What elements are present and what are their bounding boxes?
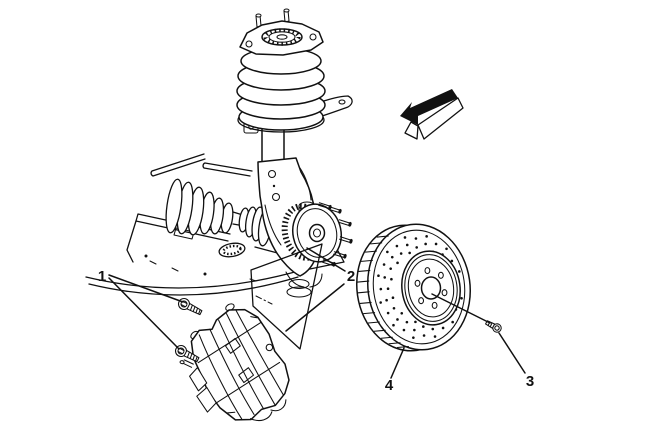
drilled-hole <box>403 236 407 239</box>
rotor-face-inner-edge <box>372 229 466 345</box>
drilled-hole <box>385 298 388 302</box>
drilled-hole <box>392 323 395 327</box>
callouts: 1 2 3 4 <box>98 247 534 394</box>
callout-leader-line <box>285 283 345 332</box>
mounting-plane <box>250 243 323 350</box>
rim-hatch-tick <box>357 280 370 283</box>
drilled-hole <box>392 306 396 310</box>
rim-hatch-tick <box>388 342 401 345</box>
rim-hatch-tick <box>359 301 372 304</box>
drilled-hole <box>383 276 387 279</box>
brake-caliper <box>179 303 290 421</box>
drilled-hole <box>445 247 448 251</box>
rim-hatch-tick <box>360 259 373 262</box>
callout-leader-line <box>306 247 346 272</box>
rim-hatch-tick <box>364 250 377 253</box>
arrow-plate-fold <box>404 121 419 140</box>
callout-leader-line <box>390 347 405 379</box>
drilled-hole <box>386 311 390 315</box>
callout-leader-line <box>108 274 184 303</box>
drilled-hole <box>377 274 380 278</box>
drilled-hole <box>395 244 399 248</box>
drilled-hole <box>422 334 426 337</box>
drilled-hole <box>386 250 389 254</box>
callout-leader-line <box>431 293 491 324</box>
wheel-studs <box>318 202 353 267</box>
drilled-hole <box>390 255 394 259</box>
drilled-hole <box>451 320 454 324</box>
rim-hatch-tick <box>373 329 386 332</box>
drilled-hole <box>379 287 383 291</box>
callout-label-1: 1 <box>98 268 106 285</box>
callout-label-2: 2 <box>347 268 355 285</box>
outer-cv-boot <box>165 178 234 236</box>
drilled-hole <box>402 328 406 332</box>
drilled-hole <box>431 327 435 331</box>
rim-hatch-tick <box>370 242 383 245</box>
drilled-hole <box>379 301 383 304</box>
drilled-hole <box>460 296 463 300</box>
caliper-pistons <box>189 367 217 413</box>
rotor-lug-holes <box>414 267 448 309</box>
drilled-hole <box>389 267 392 270</box>
callout-label-4: 4 <box>385 377 394 394</box>
drilled-hole <box>400 312 404 315</box>
drilled-hole <box>414 237 418 240</box>
rim-hatch-tick <box>396 346 409 349</box>
drilled-hole <box>413 328 416 332</box>
callout-2: 2 <box>285 247 355 332</box>
rim-hatch-tick <box>357 291 370 294</box>
rim-hatch-tick <box>376 235 389 238</box>
callout-label-3: 3 <box>526 373 534 390</box>
drilled-hole <box>415 246 418 249</box>
bleeder-valve <box>182 359 194 368</box>
callout-leader-line <box>108 277 180 350</box>
callout-leader-line <box>498 332 526 374</box>
strut-upper-mount <box>239 8 324 56</box>
subframe <box>85 213 345 305</box>
drilled-hole <box>396 318 399 321</box>
arrow-plate <box>417 97 464 140</box>
drilled-hole <box>405 243 409 247</box>
drilled-hole <box>405 320 409 324</box>
brake-rotor <box>355 223 472 352</box>
callout-1: 1 <box>98 268 184 350</box>
rotor-rim-hatch <box>357 235 409 349</box>
front-direction-arrow <box>400 89 464 140</box>
drilled-hole <box>399 252 403 255</box>
coil-spring <box>236 47 353 133</box>
drilled-hole <box>412 336 415 339</box>
drilled-hole <box>425 235 428 238</box>
drilled-hole <box>457 270 461 273</box>
drilled-hole <box>382 263 386 266</box>
drilled-hole <box>433 335 437 338</box>
cv-axle <box>150 153 273 247</box>
rim-hatch-tick <box>367 321 380 324</box>
drilled-hole <box>422 325 425 328</box>
rim-hatch-tick <box>358 269 371 272</box>
drilled-hole <box>441 326 445 330</box>
drilled-hole <box>434 242 438 246</box>
wheel-hub <box>281 202 353 267</box>
rim-hatch-tick <box>380 336 393 339</box>
caliper-bolt-upper <box>176 296 204 319</box>
drilled-hole <box>408 251 411 255</box>
callout-4: 4 <box>385 347 405 394</box>
arrow-glyph <box>400 89 458 125</box>
drilled-hole <box>450 259 454 263</box>
rotor-center-bore <box>420 276 442 300</box>
drilled-hole <box>390 277 393 281</box>
drilled-hole <box>391 296 395 300</box>
drilled-hole <box>414 320 417 324</box>
drilled-hole <box>396 261 399 265</box>
drilled-hole <box>386 287 390 290</box>
ball-joint <box>285 271 323 298</box>
drilled-hole <box>424 242 427 246</box>
rim-hatch-tick <box>363 312 376 315</box>
callout-3: 3 <box>431 293 534 390</box>
